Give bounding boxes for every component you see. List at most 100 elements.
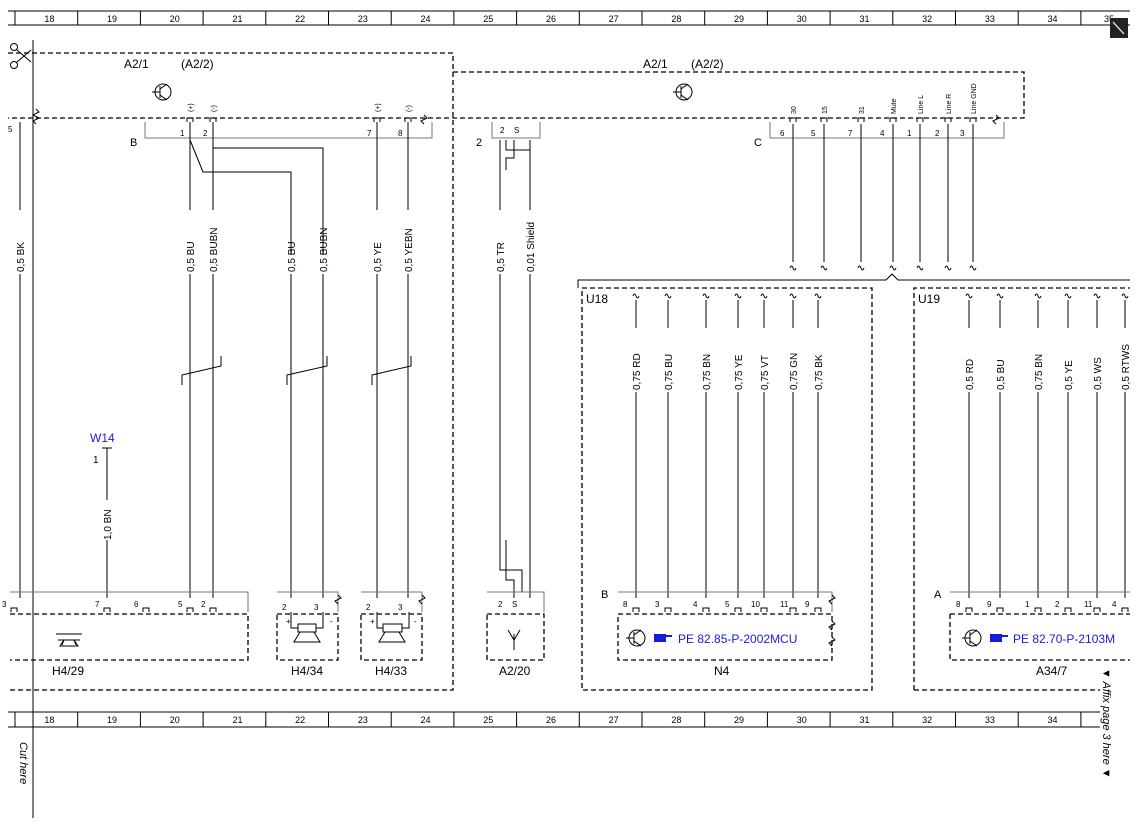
grid-col-label: 26: [546, 715, 556, 725]
wire-label: 0,5 BUBN: [209, 228, 220, 272]
pin-label: 2: [498, 600, 503, 609]
grid-col-label: 18: [44, 14, 54, 24]
connector-c: C: [754, 114, 1005, 149]
a34-7-label: A34/7: [1036, 664, 1068, 678]
pin-label: 3: [398, 603, 403, 612]
wire-label: 0,5 WS: [1093, 357, 1104, 390]
pin-label: 2: [203, 129, 208, 138]
pin-label: S: [514, 126, 519, 135]
pin-label: 11: [780, 600, 789, 609]
pin-label: 8: [623, 600, 628, 609]
grid-col-label: 25: [483, 14, 493, 24]
wire-label: 0,5 BU: [996, 359, 1007, 390]
wire-continuation-mark: [1093, 293, 1101, 299]
w14-label: W14: [90, 431, 115, 445]
grid-col-label: 26: [546, 14, 556, 24]
grid-col-label: 22: [295, 14, 305, 24]
a2-1-module: A2/1 (A2/2) A2/1 (A2/2) 5: [8, 52, 1025, 691]
scissors-icon: [10, 43, 32, 69]
pin-terminal: [965, 607, 973, 612]
grid-col-label: 20: [170, 715, 180, 725]
grid-col-label: 28: [671, 14, 681, 24]
wire-route: [189, 139, 292, 255]
affix-page-note: ▼ Affix page 3 here ▼: [1100, 668, 1112, 779]
h4-34-speaker: H4/34 2 3 + -: [276, 591, 342, 678]
grid-col-label: 34: [1048, 14, 1058, 24]
grid-col-label: 19: [107, 14, 117, 24]
edge-pin: 5: [8, 125, 13, 134]
cut-here-note: Cut here: [17, 742, 29, 784]
grid-col-label: 32: [922, 14, 932, 24]
pin-label: 2: [366, 603, 371, 612]
pin-label: 7: [367, 129, 372, 138]
pin-terminal: [1093, 607, 1101, 612]
speaker-icon: [376, 612, 410, 643]
wire-label: 0,75 BN: [1034, 354, 1045, 390]
grid-col-label: 28: [671, 715, 681, 725]
wire-continuation-mark: [1064, 293, 1072, 299]
pin-label: 7: [848, 129, 853, 138]
pin-label: 3: [2, 600, 7, 609]
u19-group: U19: [913, 287, 1130, 691]
connector-c-label: C: [754, 137, 762, 149]
wire-break: [181, 356, 222, 385]
plus-label: +: [286, 617, 291, 626]
pin-label: 8: [956, 600, 961, 609]
pin-polarity: (-): [211, 105, 218, 112]
pin-label: 6: [780, 129, 785, 138]
connector-a-label: A: [934, 589, 942, 601]
pin-terminal: [889, 117, 897, 122]
wire-label: 0,5 RD: [965, 359, 976, 390]
wire-continuation-mark: [814, 293, 822, 299]
plus-label: +: [370, 617, 375, 626]
u19-label: U19: [918, 292, 940, 306]
pin-label: 3: [655, 600, 660, 609]
grid-col-35-partial: 35: [1104, 14, 1114, 24]
h4-29-label: H4/29: [52, 664, 84, 678]
wire-continuation-mark: [789, 293, 797, 299]
grid-col-label: 20: [170, 14, 180, 24]
pin-label: 2: [201, 600, 206, 609]
pin-label: 5: [725, 600, 730, 609]
grid-col-label: 21: [232, 715, 242, 725]
n4-label: N4: [714, 664, 730, 678]
control-unit-icon: [962, 629, 982, 647]
wire-label: 0,75 RD: [632, 353, 643, 390]
speaker-icon: [290, 612, 324, 643]
pin-function: Line R: [946, 94, 953, 114]
pin-label: 1: [1025, 600, 1030, 609]
a34-7-reference-link[interactable]: PE 82.70-P-2103M: [1013, 632, 1115, 646]
grid-col-label: 33: [985, 715, 995, 725]
pointing-hand-icon: [990, 634, 1008, 642]
pin-label: 5: [811, 129, 816, 138]
pin-label: 9: [805, 600, 810, 609]
pin-terminal: [734, 607, 742, 612]
pin-label: 2: [500, 126, 505, 135]
grid-col-label: 25: [483, 715, 493, 725]
grid-col-label: 21: [232, 14, 242, 24]
pin-label: 11: [1084, 600, 1093, 609]
w14-wire: 1,0 BN: [103, 509, 114, 540]
pin-terminal: [10, 607, 18, 612]
wire-break: [286, 356, 328, 385]
grid-col-label: 24: [421, 715, 431, 725]
pin-label: 8: [398, 129, 403, 138]
pin-label: 6: [134, 600, 139, 609]
pin-terminal: [664, 607, 672, 612]
pin-terminal: [209, 117, 217, 122]
h4-33-label: H4/33: [375, 664, 407, 678]
pin-polarity: (+): [188, 103, 195, 112]
pin-terminal: [789, 117, 797, 122]
pin-terminal: [632, 607, 640, 612]
pin-terminal: [789, 607, 797, 612]
pin-terminal: [760, 607, 768, 612]
n4-reference-link[interactable]: PE 82.85-P-2002MCU: [678, 632, 797, 646]
bus-bracket: [577, 273, 1130, 288]
horn-icon: [56, 633, 82, 647]
pointing-hand-icon: [654, 634, 672, 642]
grid-col-label: 18: [44, 715, 54, 725]
connector-b-n4-label: B: [601, 589, 608, 601]
pin-terminal: [814, 607, 822, 612]
